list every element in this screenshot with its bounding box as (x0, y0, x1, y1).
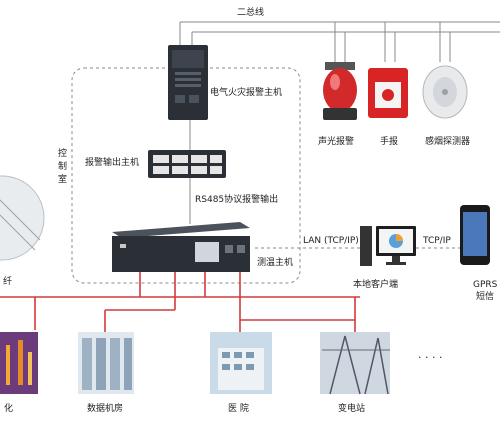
more-sites-label: · · · · (418, 351, 443, 364)
control-room-label: 控制室 (58, 148, 68, 187)
data-room-label: 数据机房 (87, 404, 124, 414)
temp-host-icon (112, 222, 250, 272)
lan-label: LAN (TCP/IP) (303, 236, 359, 246)
gprs-label: GPRS (473, 280, 498, 290)
alarm-output-host-label: 报警输出主机 (85, 158, 140, 168)
hospital-image (210, 332, 272, 394)
tcpip-label: TCP/IP (423, 236, 451, 246)
phone-icon (460, 205, 490, 265)
bus-label: 二总线 (237, 8, 265, 18)
substation-label: 变电站 (338, 404, 366, 414)
rs485-label: RS485协议报警输出 (195, 195, 279, 205)
manual-alarm-label: 手报 (380, 137, 399, 147)
sound-light-alarm-icon (323, 62, 357, 120)
site-left-image (0, 332, 38, 394)
site-left-label: 化 (4, 404, 14, 414)
fiber-spool-icon (0, 175, 45, 261)
alarm-output-host-icon (148, 150, 226, 178)
control-room-text: 控制室 (58, 149, 68, 185)
hospital-label: 医 院 (228, 404, 249, 414)
temp-host-label: 测温主机 (257, 258, 294, 268)
sound-light-label: 声光报警 (318, 137, 355, 147)
local-client-pc-icon (360, 226, 416, 266)
fire-alarm-host-label: 电气火灾报警主机 (210, 88, 283, 98)
local-client-label: 本地客户端 (353, 280, 399, 290)
substation-image (320, 332, 390, 395)
data-room-image (78, 332, 134, 394)
sms-label: 短信 (476, 292, 495, 302)
fire-alarm-host-icon (168, 45, 208, 120)
manual-alarm-icon (368, 68, 408, 118)
fiber-label: 纤 (3, 277, 13, 287)
smoke-detector-icon (422, 65, 468, 119)
smoke-detector-label: 感烟探测器 (425, 137, 471, 147)
